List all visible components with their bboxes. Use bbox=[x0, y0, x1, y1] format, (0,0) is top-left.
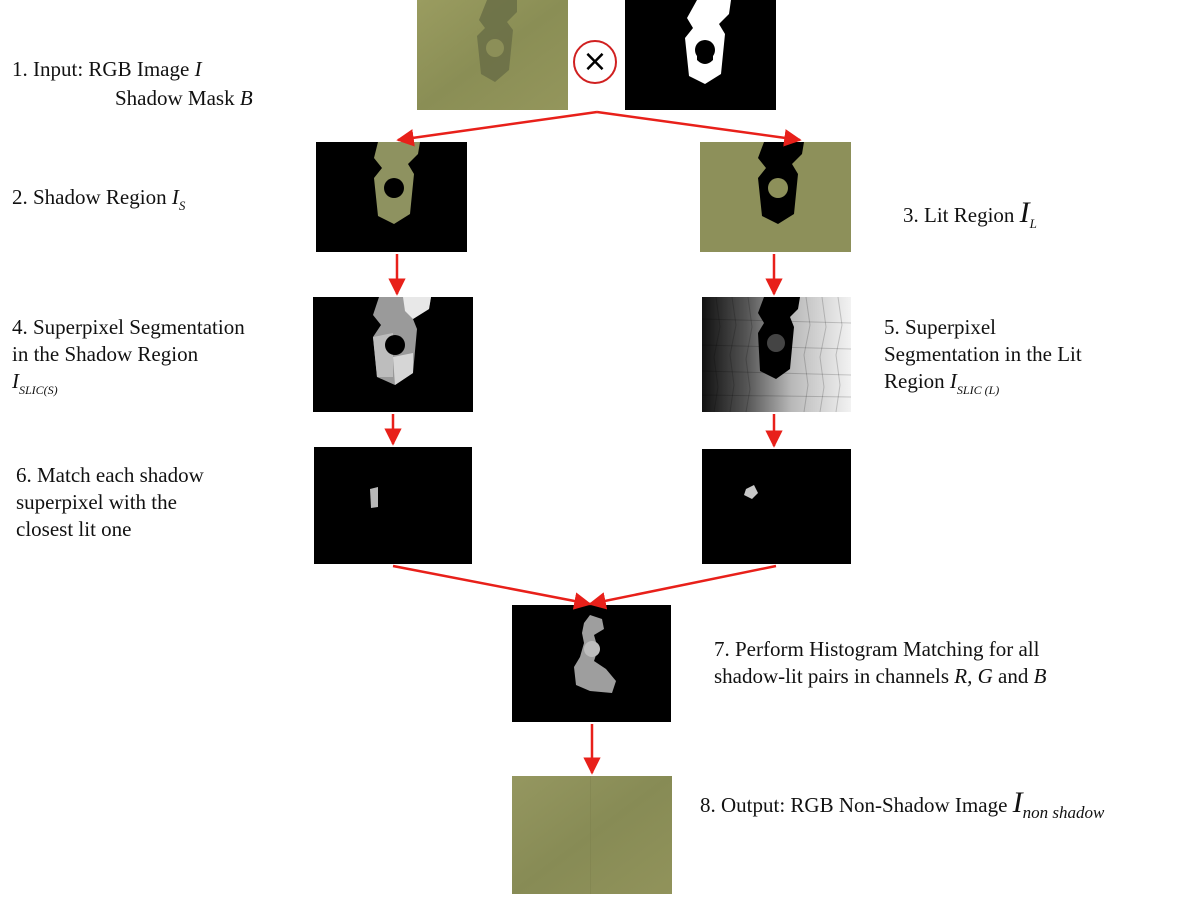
multiply-operator: × bbox=[573, 40, 617, 84]
shadow-mask-image bbox=[625, 0, 776, 110]
input-rgb-image bbox=[417, 0, 568, 110]
arrow-match-shadow-to-hist bbox=[392, 564, 592, 610]
arrow-input-to-lit bbox=[596, 110, 802, 147]
step1-label-line2: Shadow Mask B bbox=[115, 86, 253, 110]
step8-label: 8. Output: RGB Non-Shadow Image Inon sha… bbox=[700, 786, 1105, 823]
output-non-shadow-image bbox=[512, 776, 672, 894]
step6-label: 6. Match each shadow superpixel with the… bbox=[16, 463, 204, 541]
lit-region-image bbox=[700, 142, 851, 252]
shadow-region-image bbox=[316, 142, 467, 252]
step5-label: 5. Superpixel Segmentation in the Lit Re… bbox=[884, 315, 1082, 397]
arrow-match-lit-to-hist bbox=[588, 564, 777, 610]
step2-label: 2. Shadow Region IS bbox=[12, 185, 186, 213]
superpixel-lit-image bbox=[702, 297, 851, 412]
superpixel-shadow-image bbox=[313, 297, 473, 412]
arrow-input-to-shadow bbox=[396, 110, 598, 147]
step1-label: 1. Input: RGB Image I bbox=[12, 57, 202, 81]
step7-label: 7. Perform Histogram Matching for all sh… bbox=[714, 637, 1047, 688]
multiply-symbol: × bbox=[582, 44, 608, 79]
matched-lit-superpixel-image bbox=[702, 449, 851, 564]
step3-label: 3. Lit Region IL bbox=[903, 196, 1037, 232]
histogram-matching-image bbox=[512, 605, 671, 722]
step4-label: 4. Superpixel Segmentation in the Shadow… bbox=[12, 315, 245, 397]
matched-shadow-superpixel-image bbox=[314, 447, 472, 564]
